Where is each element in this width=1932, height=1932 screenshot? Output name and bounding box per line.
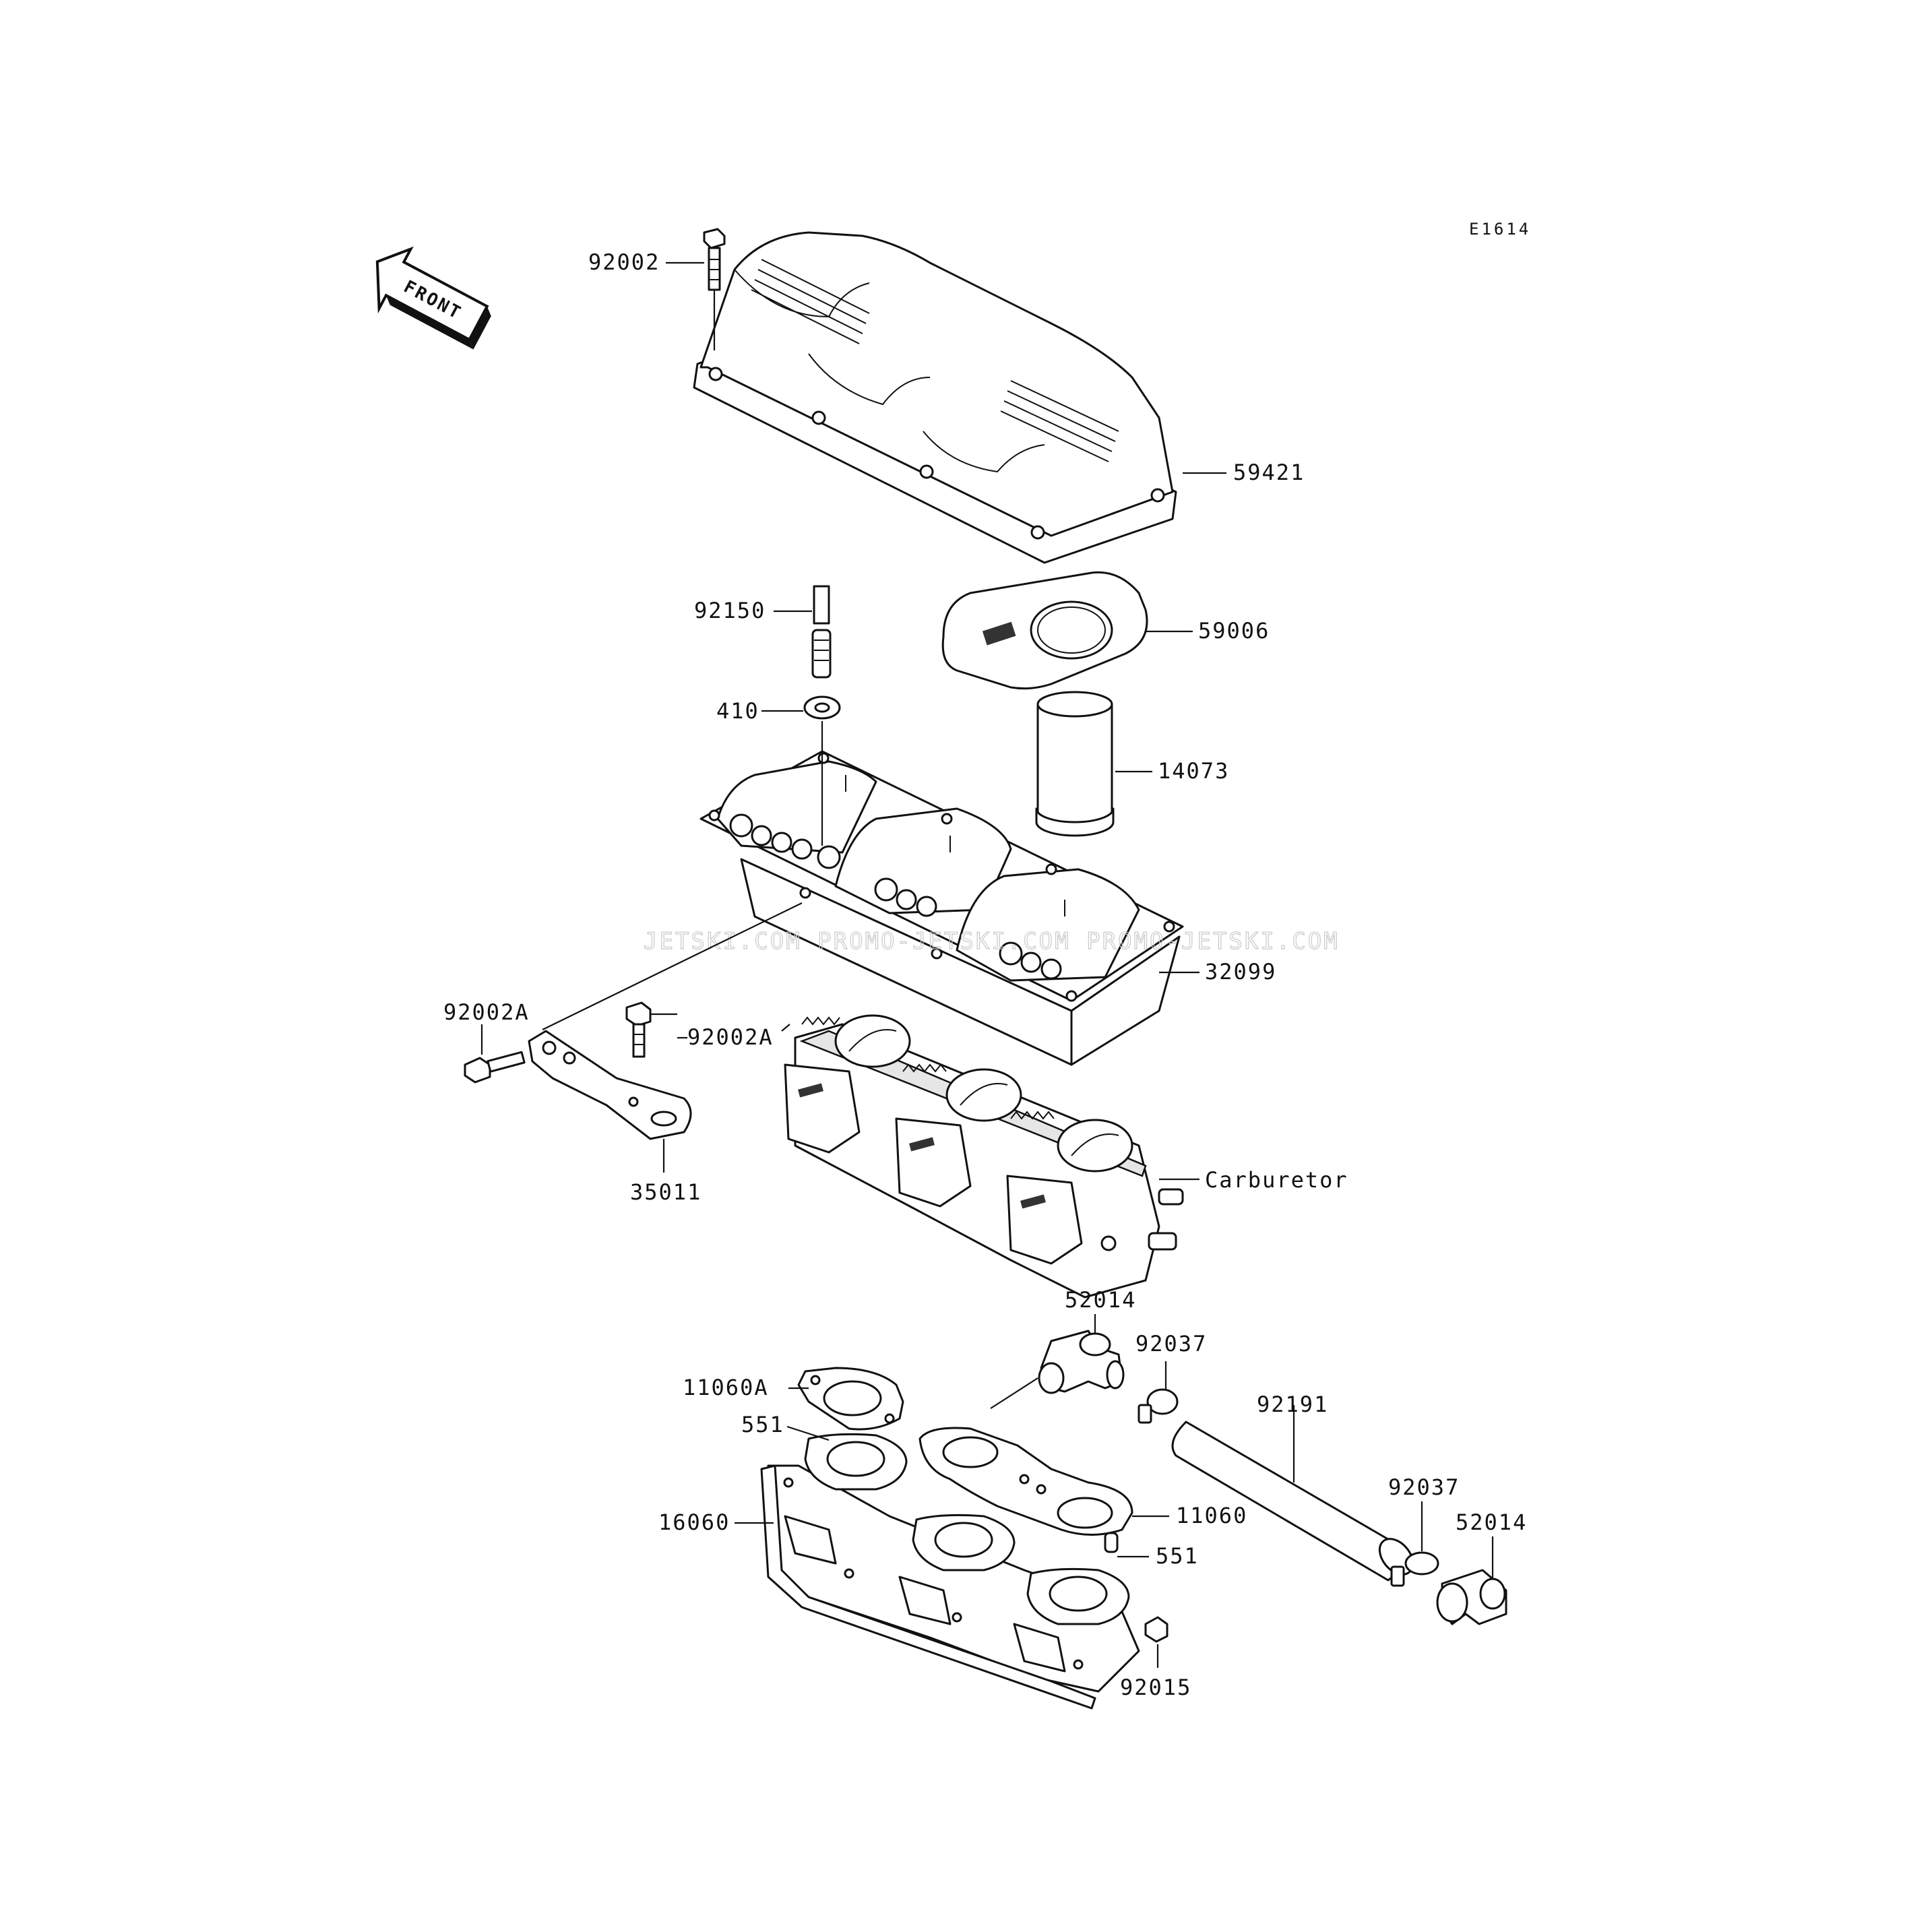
callout-52014-bottom: 52014 [1456, 1509, 1527, 1535]
washer-410 [803, 695, 841, 720]
diagram-code: E1614 [1469, 220, 1531, 239]
callout-92002a-left: 92002A [443, 999, 530, 1025]
joint-52014-bottom [1436, 1569, 1507, 1625]
stud-92150 [811, 585, 832, 679]
air-cleaner-case-32099 [699, 721, 1184, 1066]
dowel-551-bottom [1104, 1532, 1119, 1553]
intake-manifold-16060 [760, 1433, 1140, 1710]
callout-59006: 59006 [1198, 618, 1270, 644]
clamp-92037-top [1138, 1388, 1179, 1424]
gasket-11060 [918, 1427, 1133, 1536]
gasket-11060a [797, 1367, 904, 1431]
gasket-59006 [941, 571, 1148, 690]
bolt-92002a-right [625, 1001, 677, 1058]
callout-35011: 35011 [630, 1179, 702, 1205]
clamp-92037-bottom [1390, 1551, 1439, 1587]
callout-14073: 14073 [1158, 758, 1229, 784]
joint-52014-top [990, 1330, 1125, 1409]
callout-92015: 92015 [1120, 1675, 1191, 1700]
filter-element-14073 [1035, 691, 1115, 837]
callout-92037-bottom: 92037 [1388, 1474, 1460, 1500]
bolt-92002 [703, 228, 726, 350]
callout-16060: 16060 [658, 1509, 730, 1535]
callout-52014-top: 52014 [1065, 1287, 1136, 1313]
callout-59421: 59421 [1233, 460, 1305, 485]
callout-92037-top: 92037 [1135, 1331, 1207, 1357]
callout-92191: 92191 [1257, 1392, 1328, 1417]
bolt-92002a-left [464, 1024, 526, 1084]
nut-92015 [1144, 1616, 1168, 1643]
callout-carburetor: Carburetor [1205, 1167, 1348, 1193]
watermark: JETSKI.COM PROMO-JETSKI.COM PROMO-JETSKI… [644, 928, 1340, 955]
leader-lines [662, 261, 1494, 1668]
bracket-35011 [528, 902, 803, 1140]
callout-11060a: 11060A [683, 1375, 769, 1400]
callout-labels: 92002 59421 92150 59006 410 14073 32099 … [443, 249, 1527, 1700]
hose-92191 [1171, 1421, 1414, 1582]
front-direction-arrow: FRONT [375, 246, 491, 350]
callout-32099: 32099 [1205, 959, 1276, 985]
callout-551-top: 551 [741, 1412, 784, 1437]
callout-92002a-right: 92002A [687, 1024, 774, 1050]
air-cleaner-cover-59421 [693, 231, 1177, 564]
carburetor-assembly [781, 1014, 1184, 1299]
callout-410: 410 [716, 698, 759, 724]
callout-92002: 92002 [588, 249, 660, 275]
callout-11060: 11060 [1176, 1503, 1247, 1528]
callout-551-bottom: 551 [1156, 1543, 1199, 1569]
callout-92150: 92150 [694, 598, 766, 623]
